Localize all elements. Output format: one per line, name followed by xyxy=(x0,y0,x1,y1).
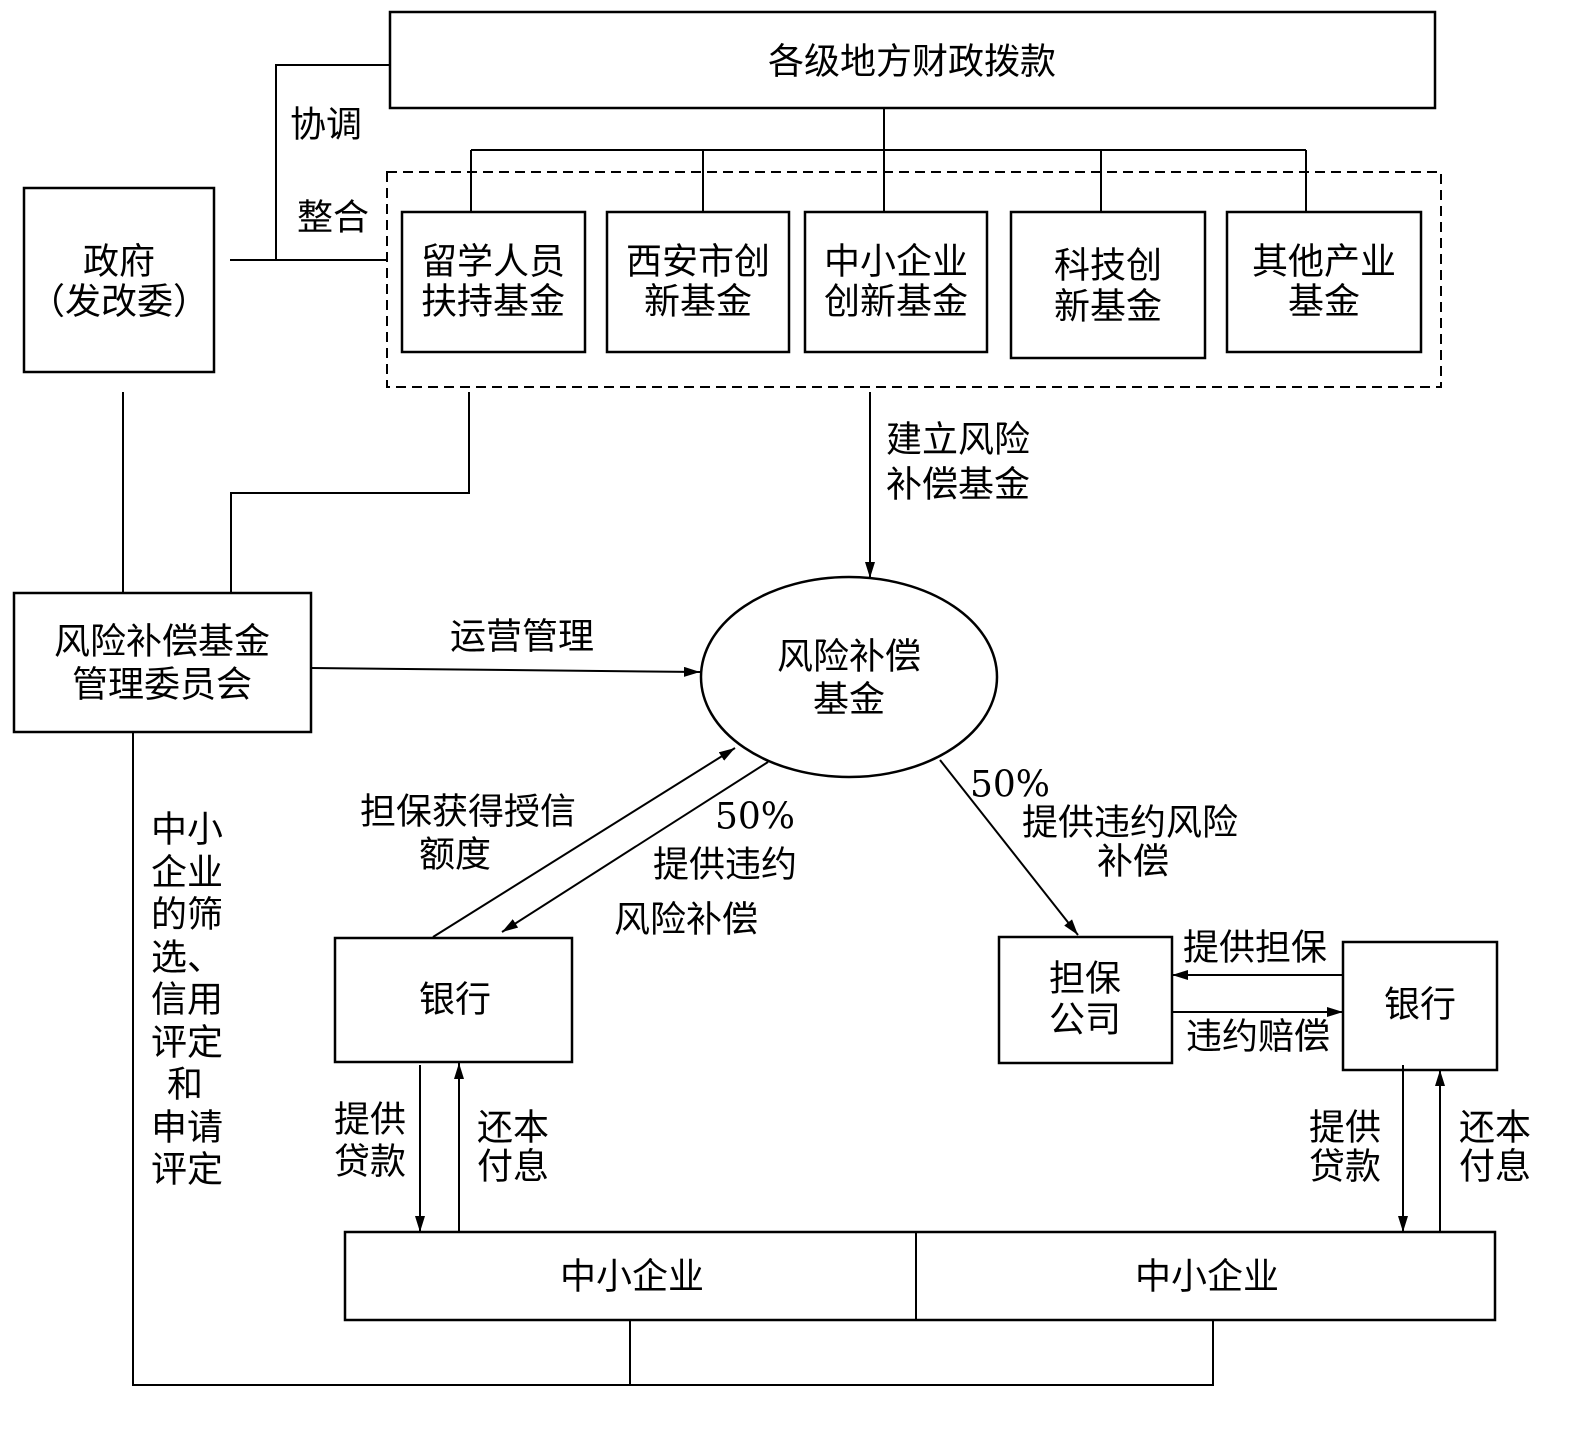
coordination-connector: 协调 整合 xyxy=(230,64,390,261)
risk-fund-node: 风险补偿 基金 xyxy=(699,575,999,779)
credit-guarantee-label-line-1: 担保获得授信 xyxy=(360,792,576,833)
bank-compensation-arrow xyxy=(501,761,769,933)
left-bank-rect xyxy=(333,936,574,1064)
guarantor-compensation-label-line-2: 补偿 xyxy=(1097,842,1169,883)
government-box: 政府 （发改委） xyxy=(22,186,216,374)
right-bank-label: 银行 xyxy=(1384,985,1456,1026)
bank-compensation-label-line-1: 提供违约 xyxy=(653,845,797,886)
right-repay-label-line-2: 付息 xyxy=(1459,1147,1531,1188)
committee-rect xyxy=(12,591,313,734)
fund-box-5: 其他产业 基金 xyxy=(1225,210,1423,354)
fund-label-4-line-2: 新基金 xyxy=(1054,287,1162,328)
government-label-line-1: 政府 xyxy=(83,242,155,283)
fund-box-4: 科技创 新基金 xyxy=(1009,210,1207,360)
bank-compensation-percent: 50% xyxy=(715,797,795,838)
right-loan-label-line-1: 提供 xyxy=(1309,1108,1381,1149)
fund-label-5-line-1: 其他产业 xyxy=(1252,242,1396,283)
establish-label-line-2: 补偿基金 xyxy=(886,465,1030,506)
fund-label-4-line-1: 科技创 xyxy=(1054,246,1162,287)
right-loan-label-line-2: 贷款 xyxy=(1309,1147,1381,1188)
right-repay-label-line-1: 还本 xyxy=(1459,1108,1531,1149)
guarantee-company-box: 担保 公司 xyxy=(997,935,1174,1065)
fund-rect-2 xyxy=(605,210,791,354)
fund-label-1-line-2: 扶持基金 xyxy=(421,282,565,323)
guarantor-compensation-percent: 50% xyxy=(970,765,1050,806)
screening-label-line-9: 评定 xyxy=(151,1150,223,1191)
coordination-line xyxy=(275,64,390,260)
screening-label-line-3: 的筛 xyxy=(151,895,223,936)
provide-guarantee-label: 提供担保 xyxy=(1183,928,1327,969)
bank-compensation-label-line-2: 风险补偿 xyxy=(614,900,758,941)
operation-arrow xyxy=(310,666,701,677)
left-loan-label-line-2: 贷款 xyxy=(334,1142,406,1183)
fund-label-3-line-1: 中小企业 xyxy=(824,242,968,283)
fund-label-2-line-2: 新基金 xyxy=(644,282,752,323)
government-rect xyxy=(22,186,216,374)
top-funding-label: 各级地方财政拨款 xyxy=(768,42,1056,83)
fund-label-1-line-1: 留学人员 xyxy=(421,242,565,283)
screening-label-line-1: 中小 xyxy=(151,810,223,851)
integration-label: 整合 xyxy=(297,198,369,239)
fund-rect-1 xyxy=(400,210,587,354)
funds-to-committee-line xyxy=(230,392,470,593)
sme-right-label: 中小企业 xyxy=(1135,1257,1279,1298)
fund-group-dashed-border xyxy=(386,171,1442,388)
screening-connector xyxy=(132,732,1214,1386)
sme-box: 中小企业 中小企业 xyxy=(343,1230,1497,1322)
committee-box: 风险补偿基金 管理委员会 xyxy=(12,591,313,734)
sme-left-label: 中小企业 xyxy=(560,1257,704,1298)
left-repay-label-line-2: 付息 xyxy=(477,1147,549,1188)
fund-label-3-line-2: 创新基金 xyxy=(824,282,968,323)
guarantee-company-label-line-2: 公司 xyxy=(1049,1000,1121,1041)
risk-fund-ellipse xyxy=(699,575,999,779)
fund-rect-5 xyxy=(1225,210,1423,354)
screening-loop-line xyxy=(132,732,1214,1386)
operation-label: 运营管理 xyxy=(450,617,594,658)
top-funding-rect xyxy=(388,10,1437,110)
fund-connectors xyxy=(470,108,1307,212)
left-bank-label: 银行 xyxy=(419,980,491,1021)
left-repay-label-line-1: 还本 xyxy=(477,1108,549,1149)
guarantee-company-rect xyxy=(997,935,1174,1065)
committee-label-line-2: 管理委员会 xyxy=(72,665,252,706)
fund-rect-4 xyxy=(1009,210,1207,360)
guarantee-company-label-line-1: 担保 xyxy=(1049,959,1121,1000)
sme-rect xyxy=(343,1230,1497,1322)
risk-fund-label-line-1: 风险补偿 xyxy=(777,637,921,678)
left-bank-box: 银行 xyxy=(333,936,574,1064)
fund-label-5-line-2: 基金 xyxy=(1288,282,1360,323)
fund-rect-3 xyxy=(803,210,989,354)
right-bank-box: 银行 xyxy=(1341,940,1499,1072)
fund-box-1: 留学人员 扶持基金 xyxy=(400,210,587,354)
screening-label-line-7: 和 xyxy=(167,1065,203,1106)
screening-label-line-2: 企业 xyxy=(151,853,223,894)
left-loan-label-line-1: 提供 xyxy=(334,1100,406,1141)
fund-box-3: 中小企业 创新基金 xyxy=(803,210,989,354)
committee-label-line-1: 风险补偿基金 xyxy=(54,622,270,663)
credit-guarantee-arrow xyxy=(432,747,736,938)
risk-fund-label-line-2: 基金 xyxy=(813,680,885,721)
guarantor-compensation-arrow xyxy=(939,759,1079,936)
fund-label-2-line-1: 西安市创 xyxy=(626,242,770,283)
guarantor-compensation-label-line-1: 提供违约风险 xyxy=(1022,803,1238,844)
top-funding-box: 各级地方财政拨款 xyxy=(388,10,1437,110)
screening-label-line-6: 评定 xyxy=(151,1023,223,1064)
government-label-line-2: （发改委） xyxy=(29,282,209,323)
credit-guarantee-label-line-2: 额度 xyxy=(419,835,491,876)
default-compensation-label: 违约赔偿 xyxy=(1186,1017,1330,1058)
coordination-label: 协调 xyxy=(290,105,362,146)
establish-label-line-1: 建立风险 xyxy=(886,420,1030,461)
screening-label: 中小 企业 的筛 选、 信用 评定 和 申请 评定 xyxy=(151,810,223,1191)
screening-label-line-8: 申请 xyxy=(151,1108,223,1149)
screening-label-line-5: 信用 xyxy=(151,980,223,1021)
right-bank-rect xyxy=(1341,940,1499,1072)
fund-box-2: 西安市创 新基金 xyxy=(605,210,791,354)
screening-label-line-4: 选、 xyxy=(151,938,223,979)
